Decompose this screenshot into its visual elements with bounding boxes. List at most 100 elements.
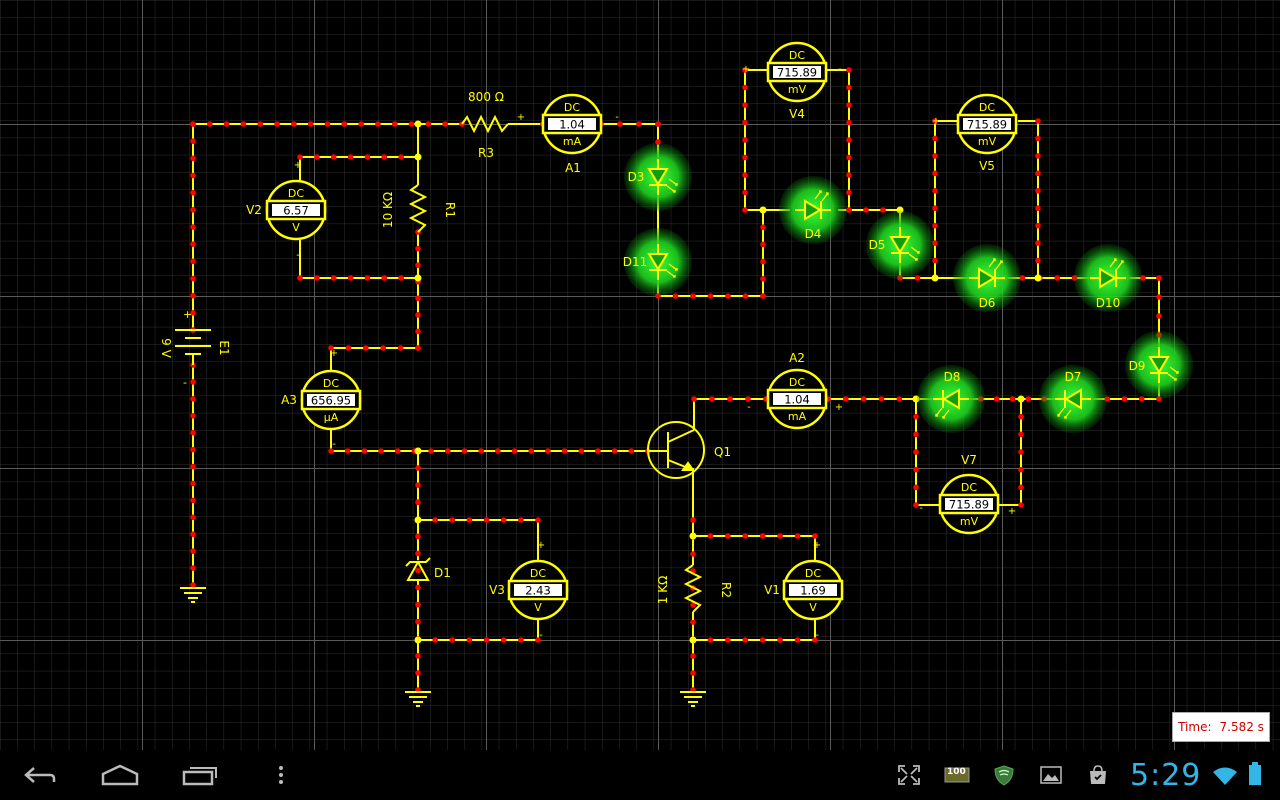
wire-node-dot xyxy=(500,517,507,523)
wire-node-dot xyxy=(297,275,303,281)
wire-node-dot xyxy=(725,293,731,299)
wire-node-dot xyxy=(449,637,456,643)
led-d6[interactable]: D6 xyxy=(953,244,1021,312)
wire-node-dot xyxy=(1035,153,1041,159)
wire-node-dot xyxy=(914,275,921,281)
led-d10[interactable]: D10 xyxy=(1074,244,1142,312)
led-d3[interactable]: D3 xyxy=(624,143,692,211)
zener-diode-d1[interactable] xyxy=(405,557,431,581)
wire-node-dot xyxy=(358,121,364,127)
led-d9[interactable]: D9 xyxy=(1125,331,1193,399)
meter-label: A3 xyxy=(281,393,297,407)
overflow-menu-button[interactable] xyxy=(251,760,311,790)
wifi-icon xyxy=(1213,767,1237,785)
led-d8[interactable]: D8 xyxy=(917,365,985,433)
wire-node-dot xyxy=(932,135,938,142)
circuit-canvas[interactable]: + - 9 V E1 800 Ω R3 10 KΩ R1 1 KΩ R2 xyxy=(0,0,1280,750)
battery-minus: - xyxy=(183,376,187,389)
led-d4[interactable]: D4 xyxy=(779,176,847,244)
meter-label: V2 xyxy=(246,203,262,217)
wire-node-dot xyxy=(415,550,421,557)
shopping-bag-icon xyxy=(1090,765,1106,784)
recent-apps-button[interactable] xyxy=(170,760,230,790)
wire-node-dot xyxy=(913,431,919,438)
gallery-icon xyxy=(1040,766,1062,784)
home-button[interactable] xyxy=(90,760,150,790)
gallery-status xyxy=(1040,763,1062,787)
meter-label: A2 xyxy=(789,351,805,365)
wire-node-dot xyxy=(190,379,196,385)
wire-node-dot xyxy=(274,121,280,127)
battery-badge-text: 100 xyxy=(947,767,966,777)
junction-dot xyxy=(414,516,422,524)
led-d5[interactable]: D5 xyxy=(866,211,934,279)
wire-node-dot xyxy=(375,121,381,127)
wire-node-dot xyxy=(207,121,213,127)
shield-status xyxy=(993,763,1015,787)
led-d7[interactable]: D7 xyxy=(1039,365,1107,433)
wire-node-dot xyxy=(1025,396,1032,402)
q1-label: Q1 xyxy=(714,445,731,459)
wire-node-dot xyxy=(932,257,938,264)
wire-node-dot xyxy=(190,258,196,265)
resistor-r3[interactable] xyxy=(461,114,509,134)
wire-node-dot xyxy=(398,275,404,281)
wire-node-dot xyxy=(846,172,852,178)
wire-node-dot xyxy=(415,295,421,302)
led-label: D4 xyxy=(805,227,822,241)
meter-minus: - xyxy=(919,503,923,514)
wire-node-dot xyxy=(364,275,371,281)
wire-node-dot xyxy=(913,502,919,508)
meter-value: 2.43 xyxy=(525,584,551,598)
wire-node-dot xyxy=(691,396,697,402)
wire-node-dot xyxy=(690,551,696,557)
wire-node-dot xyxy=(1018,466,1024,473)
battery-100-badge-icon xyxy=(944,767,970,783)
wire-node-dot xyxy=(672,293,679,299)
overflow-menu-icon xyxy=(279,766,283,784)
battery-status xyxy=(1248,762,1262,786)
led-d11[interactable]: D11 xyxy=(623,228,692,296)
wire-node-dot xyxy=(398,154,404,160)
wire-node-dot xyxy=(378,448,384,454)
wire-node-dot xyxy=(291,121,297,127)
wire-node-dot xyxy=(707,293,714,299)
wire-node-dot xyxy=(330,275,337,281)
wire-node-dot xyxy=(380,345,387,351)
wire-node-dot xyxy=(324,121,331,127)
wire-node-dot xyxy=(846,119,852,126)
wire-node-dot xyxy=(760,258,766,265)
resistor-r2[interactable] xyxy=(683,560,703,620)
transistor-q1[interactable] xyxy=(647,421,705,479)
wire-node-dot xyxy=(1035,257,1041,264)
wire-node-dot xyxy=(307,121,314,127)
wire-node-dot xyxy=(190,565,196,571)
wire-node-dot xyxy=(993,396,1000,402)
back-icon xyxy=(24,767,56,783)
wire-node-dot xyxy=(932,222,938,229)
back-button[interactable] xyxy=(10,760,70,790)
wire-node-dot xyxy=(932,153,938,159)
meter-plus: + xyxy=(330,348,338,359)
wire-node-dot xyxy=(381,154,388,160)
wire-node-dot xyxy=(1156,275,1162,281)
circuit-schematic[interactable]: + - 9 V E1 800 Ω R3 10 KΩ R1 1 KΩ R2 xyxy=(0,0,1280,750)
wire-node-dot xyxy=(297,154,303,160)
wire-node-dot xyxy=(415,312,421,318)
wire-node-dot xyxy=(846,154,852,161)
wire-node-dot xyxy=(1035,222,1041,229)
wire-node-dot xyxy=(760,224,766,230)
resistor-r1[interactable] xyxy=(408,184,428,233)
battery-e1[interactable] xyxy=(175,329,211,365)
meter-plus: + xyxy=(1008,506,1016,517)
wire-node-dot xyxy=(415,245,421,252)
